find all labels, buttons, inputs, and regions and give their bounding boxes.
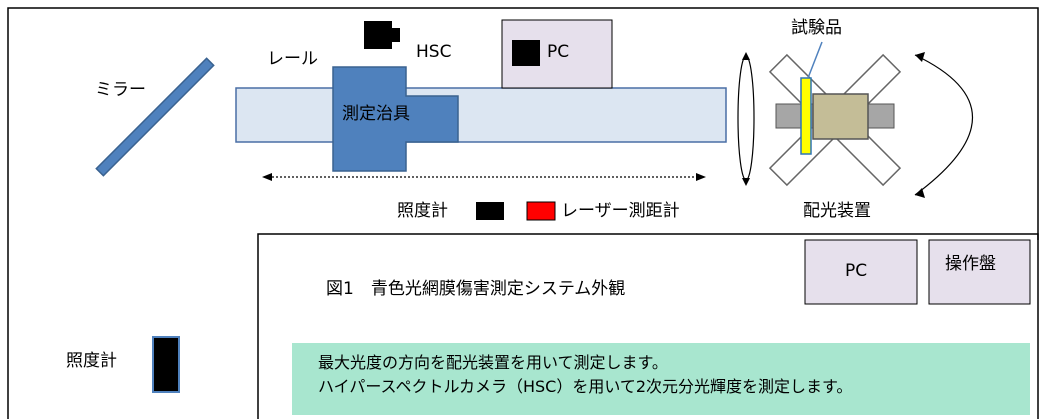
- rotation-ellipse: [737, 55, 755, 181]
- pc-top-screen: [512, 40, 540, 66]
- illuminance-meter-swatch: [476, 202, 504, 220]
- laser-rangefinder-label: レーザー測距計: [561, 201, 680, 221]
- test-item-pointer: [807, 41, 823, 79]
- illuminance-meter-left-label: 照度計: [66, 351, 117, 371]
- rail: [235, 87, 727, 143]
- laser-rangefinder-swatch: [526, 201, 556, 221]
- description-box: [292, 343, 1030, 415]
- pc-box: [804, 239, 918, 305]
- measurement-jig: [332, 66, 459, 172]
- hsc-label: HSC: [416, 42, 452, 62]
- description-line-2: ハイパースペクトルカメラ（HSC）を用いて2次元分光輝度を測定します。: [318, 377, 853, 396]
- pc-top-label: PC: [547, 42, 570, 62]
- tilt-arrow-head-top: [915, 52, 925, 62]
- figure-caption: 図1 青色光網膜傷害測定システム外観: [326, 279, 626, 299]
- rotation-arrow-head-top: [742, 52, 750, 60]
- mirror-label: ミラー: [95, 80, 146, 100]
- jig-label: 測定治具: [342, 104, 410, 124]
- mirror: [95, 57, 215, 177]
- rail-label: レール: [267, 49, 318, 69]
- goniophotometer-label: 配光装置: [803, 201, 871, 221]
- control-panel-label: 操作盤: [945, 254, 996, 274]
- description-line-1: 最大光度の方向を配光装置を用いて測定します。: [318, 353, 668, 372]
- lower-panel-frame: [257, 233, 1039, 419]
- goniophotometer-body: [812, 93, 869, 140]
- travel-arrow-head-right: [696, 173, 706, 181]
- travel-arrow-head-left: [262, 173, 272, 181]
- control-panel-box: [928, 239, 1031, 305]
- test-item-label: 試験品: [791, 18, 842, 38]
- tilt-arrow-head-bottom: [915, 188, 925, 198]
- outer-frame: [7, 7, 1039, 419]
- tilt-arc: [914, 54, 974, 196]
- pc-box-label: PC: [845, 261, 868, 281]
- illuminance-meter-device: [152, 336, 180, 393]
- rotation-arrow-head: [742, 178, 750, 186]
- illuminance-meter-top-label: 照度計: [397, 201, 448, 221]
- test-item: [800, 77, 812, 155]
- hsc-camera: [364, 21, 400, 49]
